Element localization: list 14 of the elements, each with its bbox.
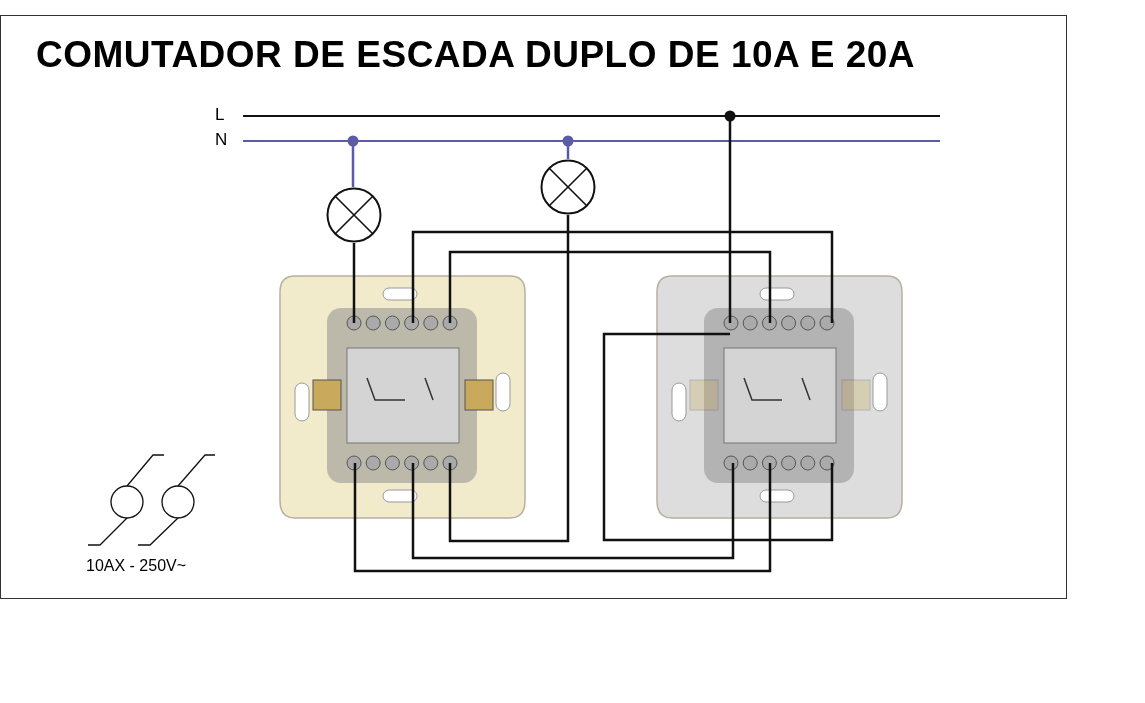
title: COMUTADOR DE ESCADA DUPLO DE 10A E 20A [36, 33, 915, 77]
wire [602, 332, 834, 542]
wire [411, 230, 834, 268]
wire [411, 525, 735, 560]
bus-label: N [215, 130, 228, 150]
rating-label: 10AX - 250V~ [86, 556, 187, 576]
wire [347, 135, 359, 187]
wire [448, 250, 772, 268]
wire [353, 525, 772, 573]
wire [562, 135, 574, 159]
bus-label: L [215, 105, 225, 125]
wire [724, 110, 736, 268]
wire [352, 243, 356, 268]
wire [448, 215, 570, 543]
